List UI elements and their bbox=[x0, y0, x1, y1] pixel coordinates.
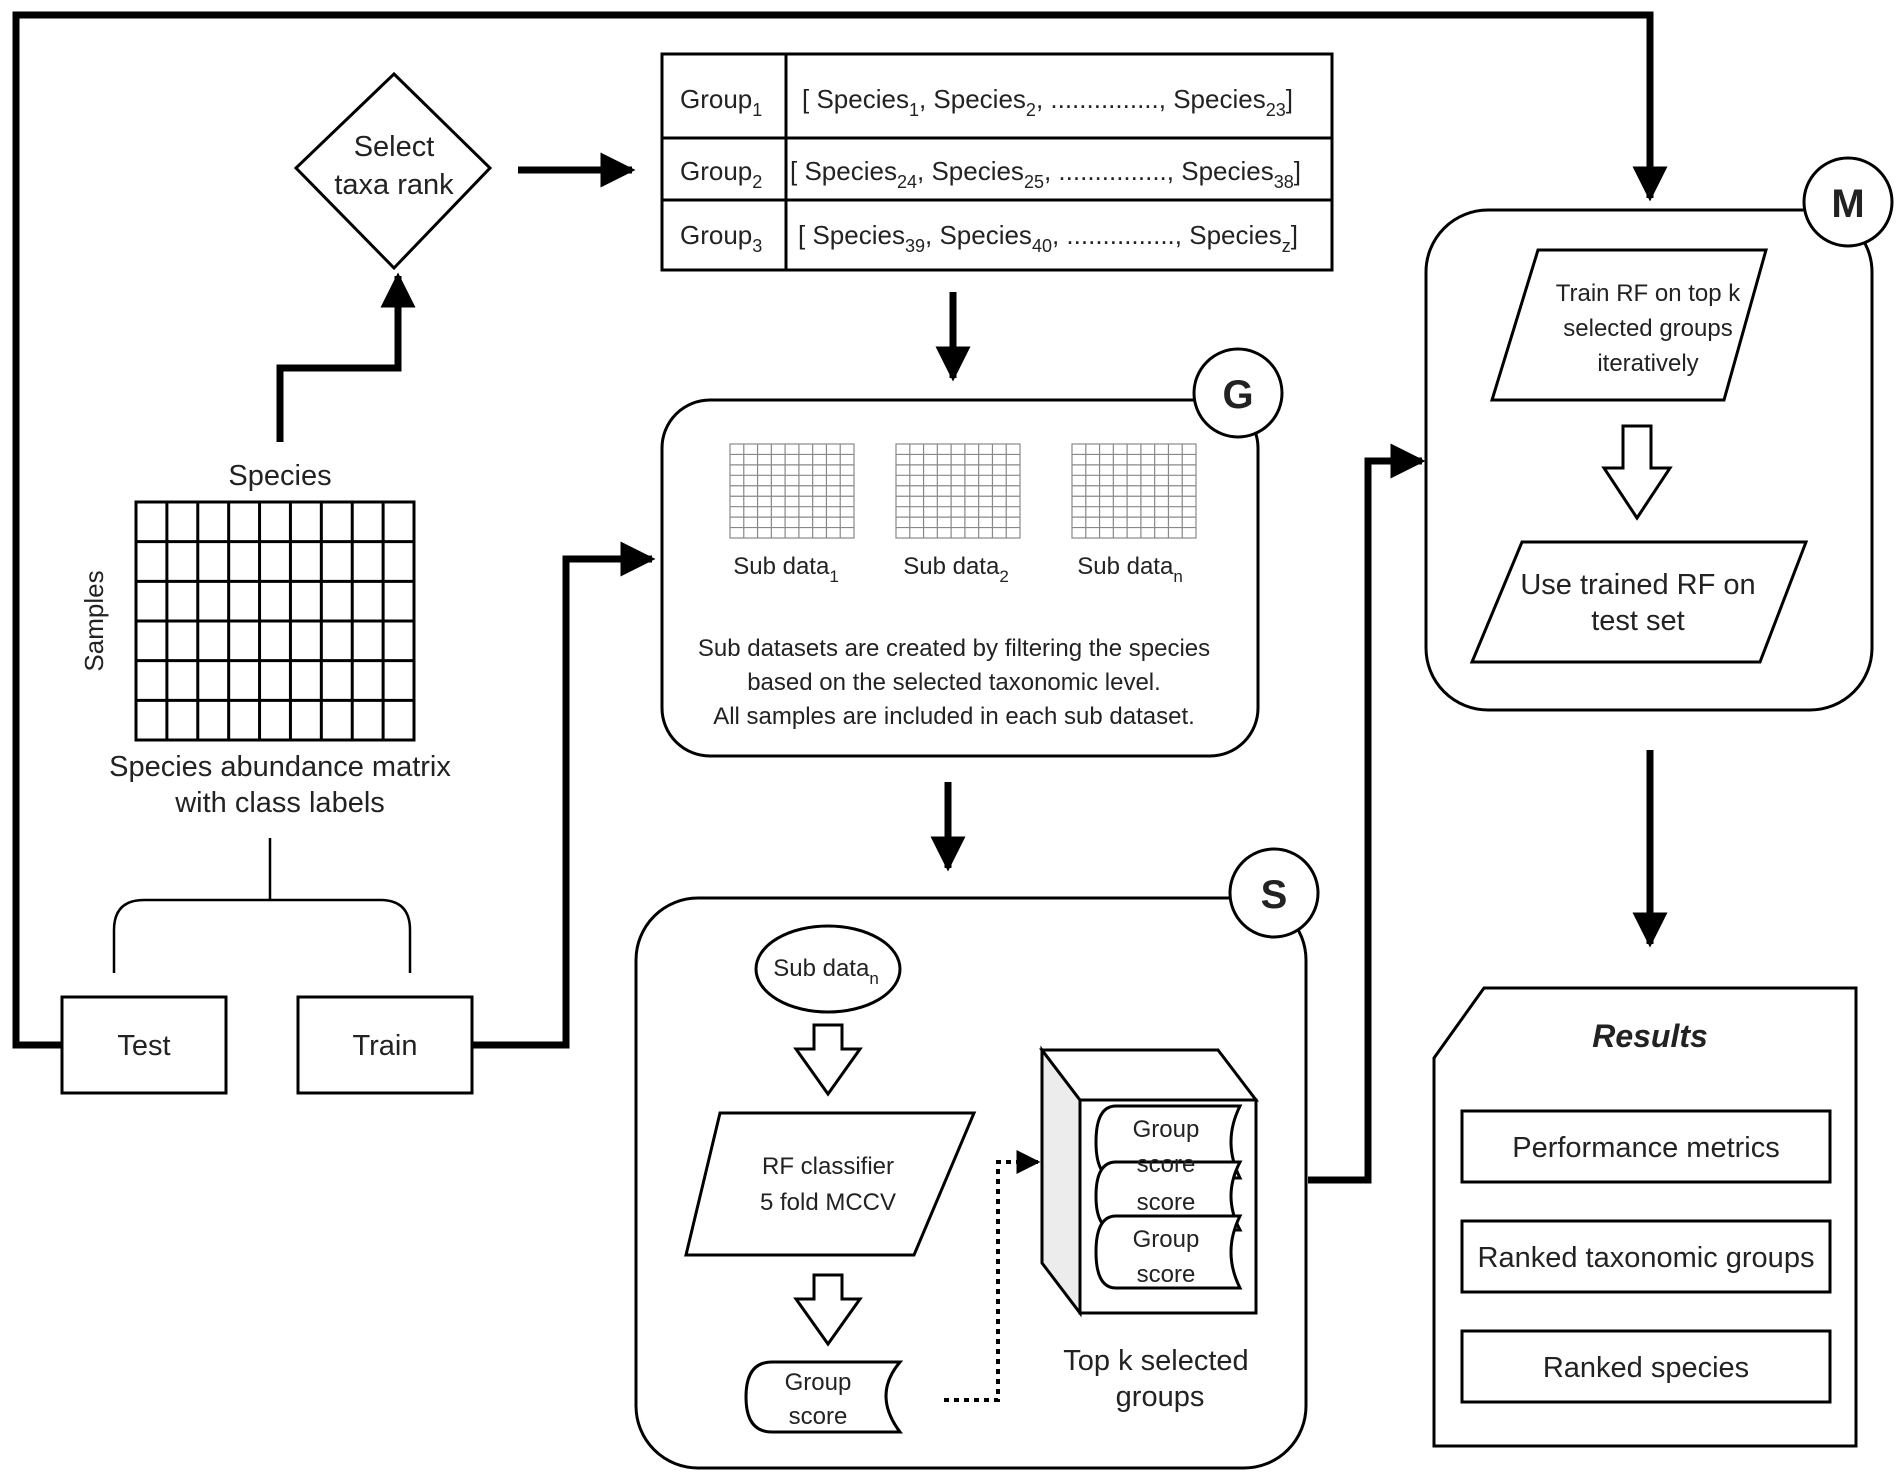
connector-matrix-to-decision bbox=[276, 272, 416, 442]
decision-line1: Select bbox=[354, 131, 435, 163]
store-item-1-line2: score bbox=[1137, 1151, 1196, 1178]
group-row-1-label: Group1 bbox=[680, 84, 762, 120]
connector-s-to-m bbox=[1308, 443, 1426, 1184]
sub-data-1-grid bbox=[729, 443, 855, 539]
matrix-caption-line1: Species abundance matrix bbox=[109, 751, 451, 783]
dotted-connector bbox=[944, 1150, 1041, 1402]
sub-data-n-input bbox=[754, 924, 902, 1014]
sub-data-1-label: Sub data1 bbox=[733, 553, 839, 586]
store-caption-line2: groups bbox=[1116, 1381, 1205, 1413]
group-score-output bbox=[744, 1360, 904, 1434]
s-badge: S bbox=[1261, 873, 1288, 917]
g-desc-line2: based on the selected taxonomic level. bbox=[747, 669, 1161, 696]
store-item-2-line2: score bbox=[1137, 1189, 1196, 1216]
store-item-3-line1: Group bbox=[1133, 1226, 1200, 1253]
result-item-3: Ranked species bbox=[1543, 1352, 1749, 1384]
group-row-2-label: Group2 bbox=[680, 156, 762, 192]
results-title: Results bbox=[1592, 1018, 1708, 1054]
g-desc-line1: Sub datasets are created by filtering th… bbox=[698, 635, 1210, 662]
train-rf-box bbox=[1489, 248, 1768, 402]
store-caption-line1: Top k selected bbox=[1063, 1345, 1248, 1377]
use-line1: Use trained RF on bbox=[1520, 569, 1755, 601]
s-input-label: Sub datan bbox=[773, 955, 879, 988]
g-module: G Sub data1 Sub data2 Sub datan Sub data… bbox=[660, 347, 1284, 758]
hollow-arrow-down-icon bbox=[793, 1273, 863, 1347]
matrix-side-label: Samples bbox=[79, 570, 109, 671]
group-row-3-species: [ Species39, Species40, ...............,… bbox=[798, 220, 1298, 256]
species-matrix bbox=[134, 500, 416, 742]
train-line2: selected groups bbox=[1563, 315, 1732, 342]
split-bracket bbox=[112, 838, 412, 973]
store-item-3 bbox=[1094, 1214, 1243, 1290]
sub-data-n-grid bbox=[1071, 443, 1197, 539]
connector-test-to-m bbox=[12, 11, 1668, 1049]
group-row-1-species: [ Species1, Species2, ..............., S… bbox=[802, 84, 1293, 120]
matrix-top-label: Species bbox=[228, 460, 331, 492]
hollow-arrow-down-icon bbox=[1601, 424, 1673, 521]
m-module: M Train RF on top k selected groups iter… bbox=[1424, 156, 1894, 712]
decision-line2: taxa rank bbox=[334, 169, 454, 201]
use-line2: test set bbox=[1591, 605, 1685, 637]
group-row-3-label: Group3 bbox=[680, 220, 762, 256]
results-document: Results Performance metrics Ranked taxon… bbox=[1432, 986, 1858, 1448]
groups-table: Group1 [ Species1, Species2, ...........… bbox=[660, 52, 1334, 272]
store-item-3-line2: score bbox=[1137, 1261, 1196, 1288]
s-module: S Sub datan RF classifier 5 fold MCCV Gr… bbox=[634, 847, 1320, 1470]
train-line3: iteratively bbox=[1597, 350, 1698, 377]
train-line1: Train RF on top k bbox=[1556, 280, 1742, 307]
g-desc-line3: All samples are included in each sub dat… bbox=[713, 703, 1195, 730]
sub-data-2-grid bbox=[895, 443, 1021, 539]
classifier-line2: 5 fold MCCV bbox=[760, 1189, 896, 1216]
group-row-2-species: [ Species24, Species25, ...............,… bbox=[790, 156, 1301, 192]
classifier-line1: RF classifier bbox=[762, 1153, 894, 1180]
m-badge: M bbox=[1831, 182, 1864, 226]
matrix-caption-line2: with class labels bbox=[174, 787, 385, 819]
connector-train-to-g bbox=[472, 541, 656, 1049]
sub-data-2-label: Sub data2 bbox=[903, 553, 1009, 586]
output-line1: Group bbox=[785, 1369, 852, 1396]
select-taxa-rank-diamond: Select taxa rank bbox=[293, 71, 493, 271]
sub-data-n-label: Sub datan bbox=[1077, 553, 1183, 586]
train-box: Train bbox=[296, 995, 474, 1095]
output-line2: score bbox=[789, 1403, 848, 1430]
train-label: Train bbox=[353, 1030, 418, 1062]
result-item-2: Ranked taxonomic groups bbox=[1478, 1242, 1815, 1274]
g-badge: G bbox=[1222, 373, 1253, 417]
use-trained-rf-box bbox=[1469, 540, 1809, 664]
rf-classifier-box bbox=[684, 1111, 977, 1257]
hollow-arrow-down-icon bbox=[793, 1023, 863, 1097]
test-label: Test bbox=[117, 1030, 170, 1062]
result-item-1: Performance metrics bbox=[1512, 1132, 1780, 1164]
store-item-1-line1: Group bbox=[1133, 1116, 1200, 1143]
test-box: Test bbox=[60, 995, 228, 1095]
